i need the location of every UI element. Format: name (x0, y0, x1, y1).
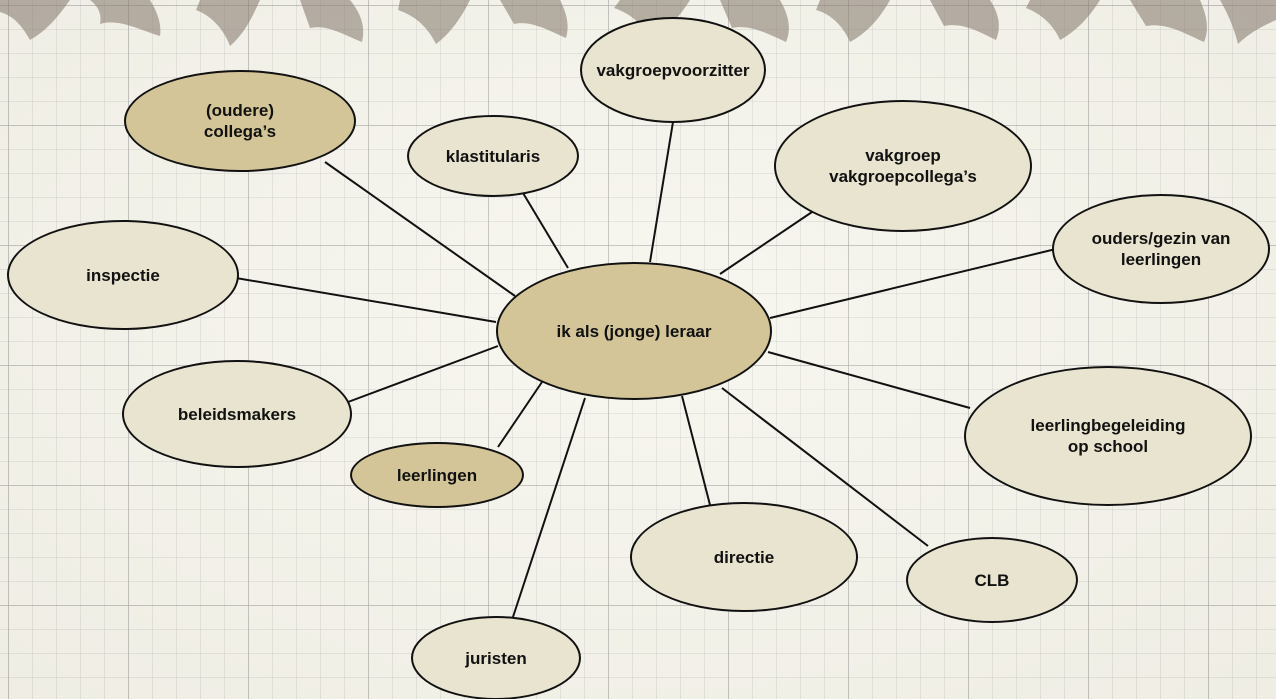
edge-directie (681, 395, 711, 506)
node-label: ik als (jonge) leraar (556, 321, 712, 341)
node-ouders: ouders/gezin van leerlingen (1052, 194, 1270, 304)
node-label: directie (713, 547, 775, 567)
node-vakgroepvoorzitter: vakgroepvoorzitter (580, 17, 766, 123)
node-clb: CLB (906, 537, 1078, 623)
node-inspectie: inspectie (7, 220, 239, 330)
edge-juristen (511, 397, 586, 621)
edge-klastitularis (522, 192, 569, 269)
node-directie: directie (630, 502, 858, 612)
node-label: leerlingbegeleiding op school (1030, 416, 1186, 456)
edge-oudere-collegas (324, 161, 516, 297)
node-klastitularis: klastitularis (407, 115, 579, 197)
node-label: inspectie (86, 265, 160, 285)
node-leerlingbegeleiding: leerlingbegeleiding op school (964, 366, 1252, 506)
node-label: klastitularis (445, 146, 541, 166)
node-label: vakgroep vakgroepcollega’s (829, 146, 977, 186)
node-label: ouders/gezin van leerlingen (1091, 229, 1231, 269)
edge-ouders (769, 247, 1061, 319)
node-beleidsmakers: beleidsmakers (122, 360, 352, 468)
node-leerlingen: leerlingen (350, 442, 524, 508)
edge-clb (721, 387, 929, 547)
edge-vakgroepvoorzitter (649, 121, 674, 263)
edge-beleidsmakers (347, 345, 499, 403)
edge-leerlingen (497, 381, 543, 448)
node-label: beleidsmakers (177, 404, 297, 424)
node-label: (oudere) collega’s (203, 101, 277, 141)
node-vakgroep: vakgroep vakgroepcollega’s (774, 100, 1032, 232)
node-oudere-collegas: (oudere) collega’s (124, 70, 356, 172)
node-label: vakgroepvoorzitter (596, 60, 750, 80)
edge-inspectie (235, 277, 497, 323)
node-juristen: juristen (411, 616, 581, 699)
edge-vakgroep (719, 211, 813, 275)
node-center: ik als (jonge) leraar (496, 262, 772, 400)
node-label: leerlingen (396, 465, 478, 485)
edge-leerlingbegeleiding (767, 351, 971, 409)
node-label: CLB (974, 570, 1010, 590)
node-label: juristen (465, 648, 527, 668)
